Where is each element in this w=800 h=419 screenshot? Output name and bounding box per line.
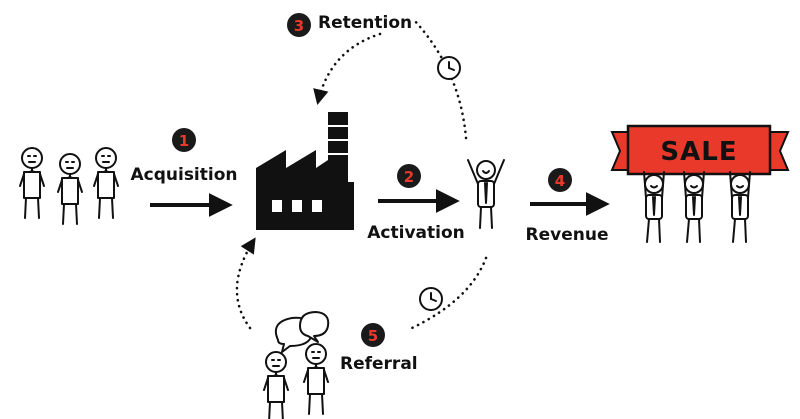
stick-figure-icon: [303, 343, 329, 415]
stick-figure-icon: [643, 171, 665, 243]
step-badge: [361, 323, 385, 347]
step-activation: 2 Activation: [367, 164, 465, 243]
step-badge: [397, 164, 421, 188]
stick-figure-icon: [263, 351, 289, 419]
referral-path: [235, 237, 256, 330]
clock-icon: [419, 287, 443, 311]
step-label: Acquisition: [130, 165, 237, 185]
step-retention: 3 Retention: [287, 13, 468, 140]
sale-banner: SALE: [610, 124, 790, 176]
step-badge: [287, 13, 311, 37]
prospects-group: [19, 147, 119, 225]
stick-figure-icon: [93, 147, 119, 219]
stick-figure-icon: [19, 147, 45, 219]
banner-ribbon: [626, 124, 772, 176]
sale-text: SALE: [660, 137, 737, 167]
step-number: 4: [555, 172, 565, 190]
step-label: Activation: [367, 223, 464, 243]
step-acquisition: 1 Acquisition: [130, 128, 238, 217]
step-referral: 5 Referral: [235, 237, 488, 419]
step-number: 2: [404, 168, 414, 186]
step-label: Revenue: [526, 225, 609, 245]
speech-bubbles-icon: [274, 311, 330, 353]
step-number: 5: [368, 327, 378, 345]
stick-figure-icon: [467, 159, 505, 229]
retention-path: [313, 32, 382, 106]
stick-figure-icon: [729, 171, 751, 243]
stick-figure-icon: [683, 171, 705, 243]
step-label: Referral: [340, 354, 418, 374]
step-badge: [172, 128, 196, 152]
step-label: Retention: [318, 13, 412, 33]
referral-path: [410, 256, 488, 330]
step-badge: [548, 168, 572, 192]
clock-icon: [437, 56, 461, 80]
stick-figure-icon: [57, 153, 83, 225]
step-number: 3: [294, 17, 304, 35]
step-number: 1: [179, 132, 189, 150]
factory-icon: [256, 112, 354, 230]
retention-path: [412, 18, 468, 140]
step-revenue: 4 Revenue: [526, 168, 610, 245]
